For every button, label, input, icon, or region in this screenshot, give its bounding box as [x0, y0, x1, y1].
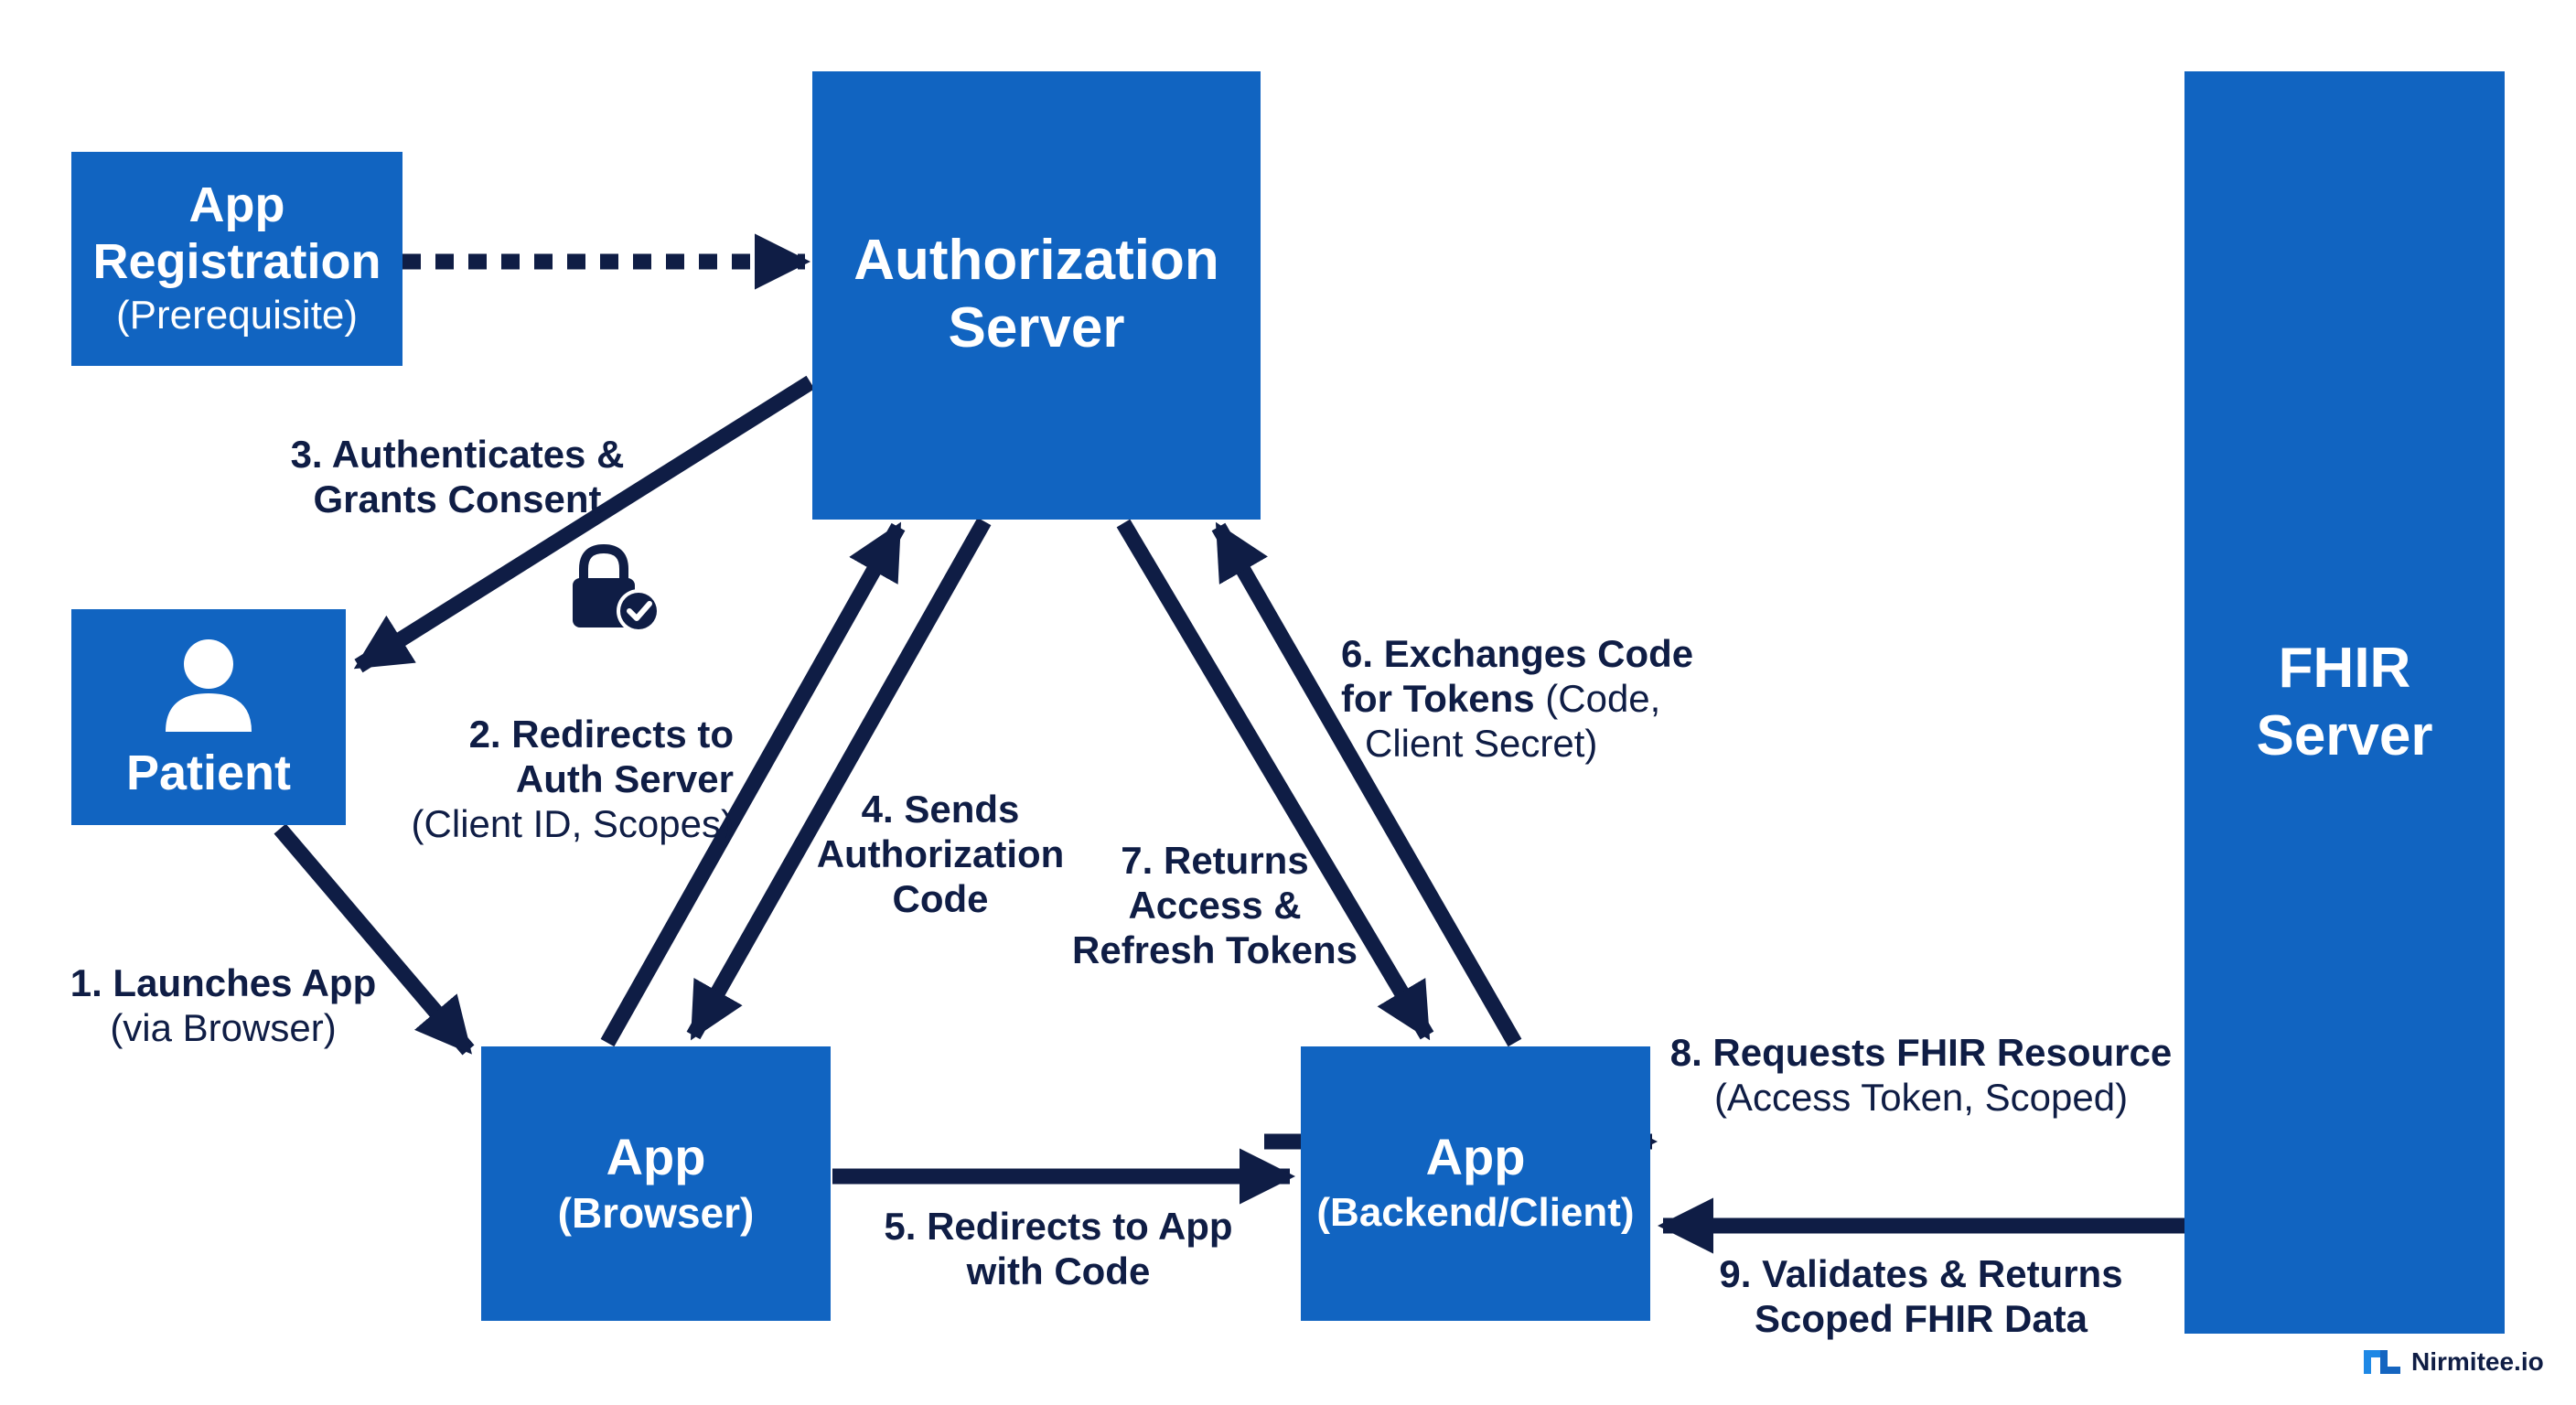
fhir-server-title-line1: FHIR [2278, 637, 2411, 700]
step-6-label: 6. Exchanges Code for Tokens (Code, Clie… [1341, 631, 1725, 766]
arrow-auth-to-browser [686, 517, 992, 1041]
step-4-title-line1: 4. Sends [861, 788, 1020, 831]
step-6-line2: for Tokens (Code, [1341, 676, 1725, 721]
brand-name: Nirmitee.io [2411, 1347, 2544, 1376]
step-4-title-line2: Authorization [816, 832, 1065, 875]
step-2-title-line1: 2. Redirects to [468, 713, 734, 756]
step-7-title-line2: Access & [1128, 884, 1302, 927]
step-1-detail: (via Browser) [110, 1006, 337, 1049]
step-9-label: 9. Validates & Returns Scoped FHIR Data [1692, 1251, 2150, 1341]
step-2-label: 2. Redirects to Auth Server (Client ID, … [384, 712, 734, 846]
step-5-label: 5. Redirects to App with Code [860, 1204, 1257, 1293]
app-registration-box: App Registration (Prerequisite) [71, 152, 402, 366]
user-icon [166, 639, 252, 732]
arrow-patient-to-app-browser [274, 823, 475, 1056]
brand: Nirmitee.io [2364, 1346, 2544, 1378]
fhir-server-title-line2: Server [2256, 704, 2433, 767]
step-9-title-line1: 9. Validates & Returns [1719, 1252, 2123, 1295]
step-1-label: 1. Launches App (via Browser) [68, 960, 379, 1050]
app-browser-subtitle: (Browser) [557, 1189, 755, 1237]
authorization-server-title-line1: Authorization [853, 229, 1219, 292]
step-9-title-line2: Scoped FHIR Data [1754, 1297, 2088, 1340]
arrow-auth-to-backend [1116, 519, 1434, 1041]
app-browser-title: App [606, 1128, 706, 1185]
authorization-server-title-line2: Server [948, 296, 1125, 359]
nirmitee-logo-icon [2364, 1350, 2400, 1374]
app-registration-subtitle: (Prerequisite) [115, 293, 359, 338]
step-3-title-line1: 3. Authenticates & [290, 433, 625, 476]
app-browser-box: App (Browser) [481, 1046, 831, 1321]
step-2-title-line2: Auth Server [515, 757, 734, 800]
step-8-label: 8. Requests FHIR Resource (Access Token,… [1665, 1030, 2177, 1120]
step-6-title-line2: for Tokens [1341, 677, 1535, 720]
arrow-browser-to-auth [600, 521, 906, 1047]
arrow-backend-to-auth [1211, 521, 1522, 1047]
step-7-title-line3: Refresh Tokens [1072, 928, 1358, 971]
fhir-server-box: FHIR Server [2184, 71, 2505, 1334]
step-6-detail-line2: Client Secret) [1365, 722, 1598, 765]
step-4-title-line3: Code [892, 877, 989, 920]
step-3-label: 3. Authenticates & Grants Consent [274, 432, 640, 521]
app-backend-subtitle: (Backend/Client) [1316, 1190, 1635, 1235]
arrow-auth-to-patient [353, 375, 815, 673]
patient-box: Patient [71, 609, 346, 825]
app-registration-title-line2: Registration [92, 234, 381, 289]
step-8-title: 8. Requests FHIR Resource [1669, 1031, 2173, 1074]
step-6-title-line1: 6. Exchanges Code [1341, 632, 1694, 675]
patient-label: Patient [125, 745, 292, 800]
app-registration-title-line1: App [188, 177, 285, 232]
step-8-detail: (Access Token, Scoped) [1713, 1076, 2129, 1119]
step-4-label: 4. Sends Authorization Code [805, 787, 1076, 921]
step-7-title-line1: 7. Returns [1121, 839, 1309, 882]
step-5-title-line2: with Code [966, 1249, 1151, 1292]
step-7-label: 7. Returns Access & Refresh Tokens [1070, 838, 1359, 972]
app-backend-box: App (Backend/Client) [1301, 1046, 1650, 1321]
authorization-server-box: Authorization Server [812, 71, 1261, 520]
lock-check-icon [573, 543, 660, 633]
app-backend-title: App [1425, 1128, 1526, 1185]
step-1-title: 1. Launches App [70, 961, 377, 1004]
step-6-detail-line1: (Code, [1545, 677, 1661, 720]
step-3-title-line2: Grants Consent [313, 477, 602, 520]
step-2-detail: (Client ID, Scopes) [411, 802, 734, 845]
step-5-title-line1: 5. Redirects to App [884, 1205, 1233, 1248]
